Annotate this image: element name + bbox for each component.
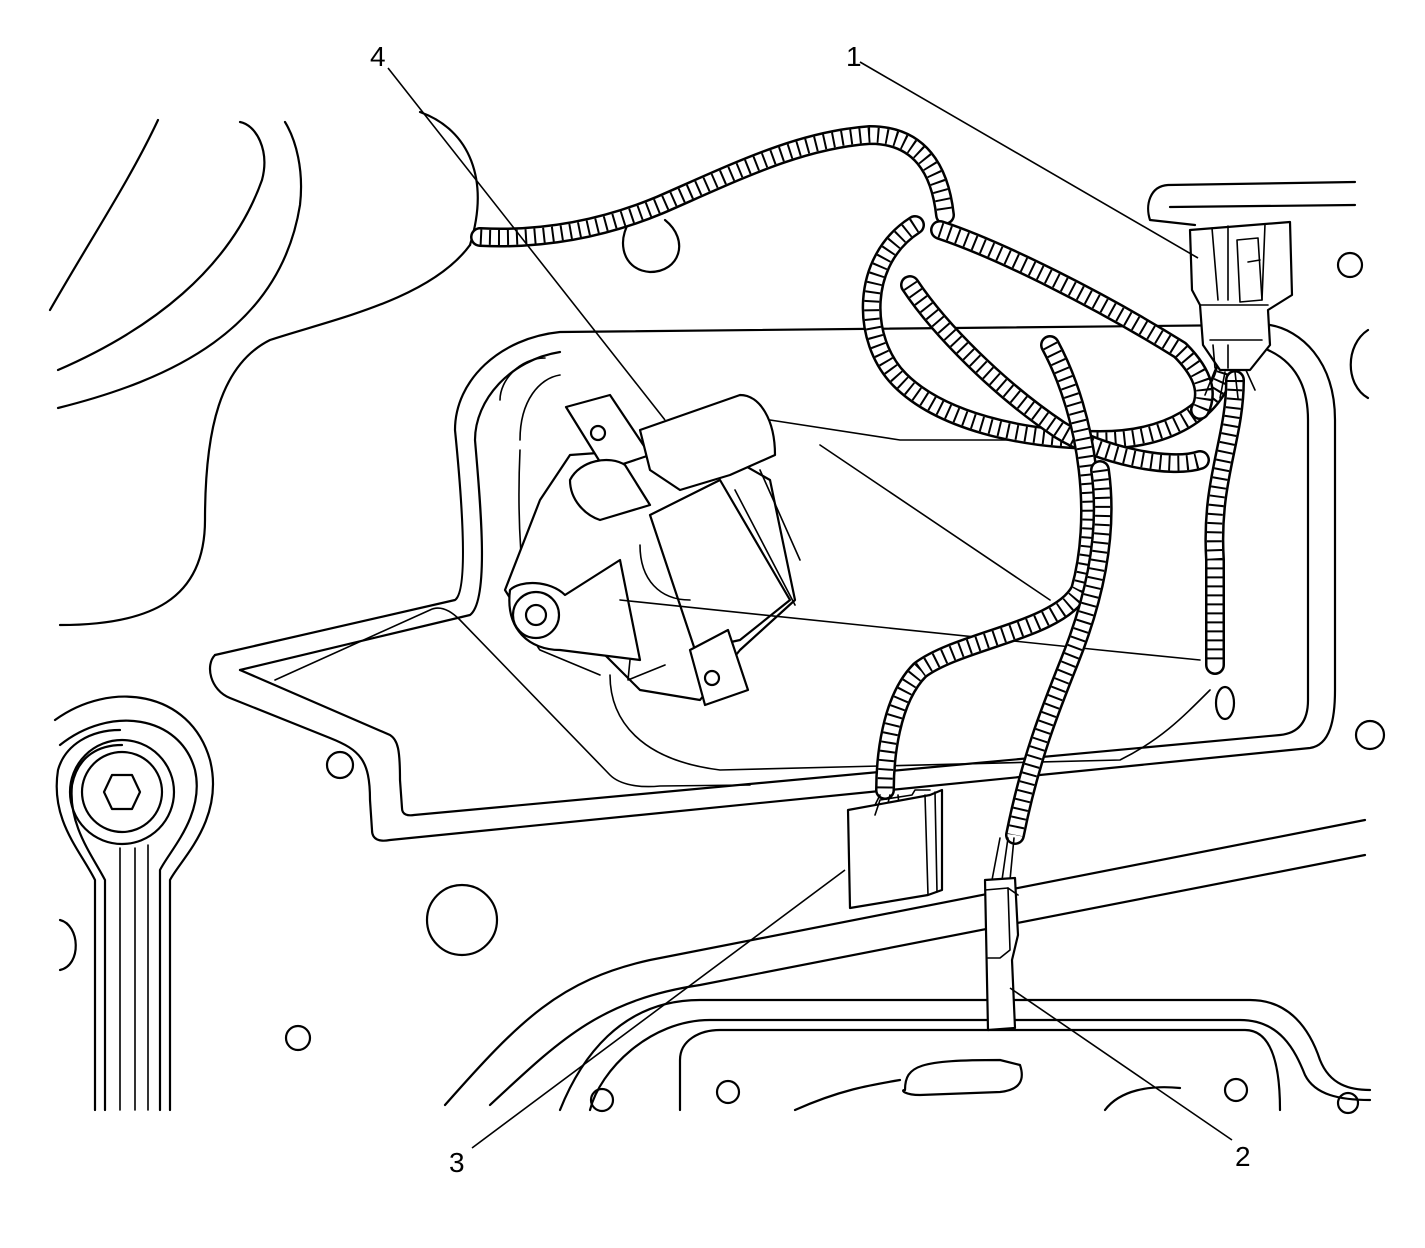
bolt-icon <box>589 1077 1360 1115</box>
component-4-module <box>503 393 1201 707</box>
callout-leaders <box>387 61 1233 1149</box>
callout-3-label: 3 <box>449 1147 465 1178</box>
wiring-harness <box>470 125 1256 881</box>
hinge-strap <box>53 695 215 1112</box>
callout-4-label: 4 <box>370 41 386 72</box>
connector-1 <box>1188 220 1294 372</box>
lower-panel <box>443 818 1372 1115</box>
callout-1-label: 1 <box>846 41 862 72</box>
callout-2-label: 2 <box>1235 1141 1251 1172</box>
connector-2 <box>983 876 1020 1032</box>
connector-3 <box>846 788 944 910</box>
